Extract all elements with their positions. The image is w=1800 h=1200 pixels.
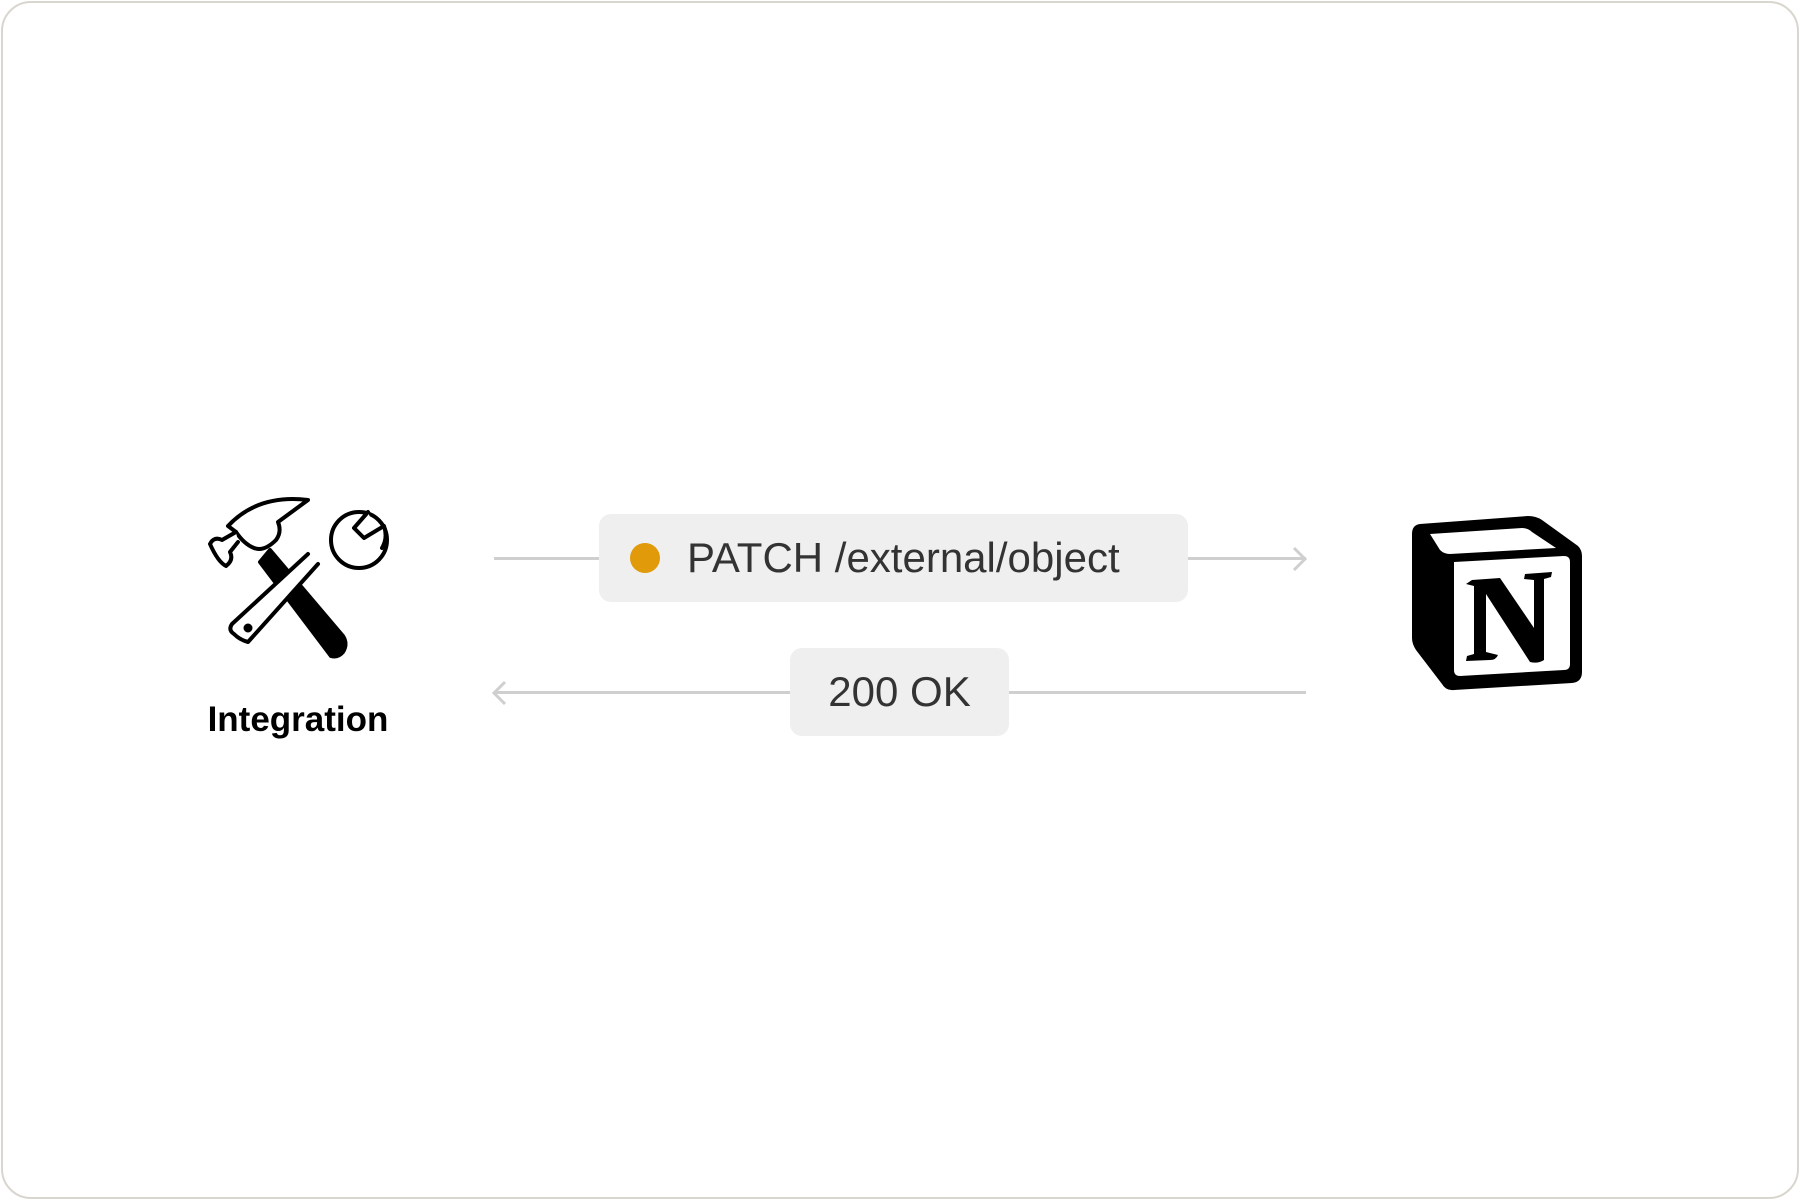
integration-label: Integration bbox=[207, 700, 389, 739]
notion-logo-icon bbox=[1412, 516, 1582, 691]
status-dot bbox=[630, 543, 660, 573]
request-label: PATCH /external/object bbox=[687, 534, 1120, 581]
arrow-right-icon bbox=[1292, 546, 1308, 572]
request-badge: PATCH /external/object bbox=[599, 514, 1188, 602]
arrow-left-icon bbox=[491, 680, 507, 706]
response-badge: 200 OK bbox=[790, 648, 1009, 736]
hammer-wrench-icon bbox=[208, 497, 389, 659]
response-label: 200 OK bbox=[828, 668, 971, 715]
